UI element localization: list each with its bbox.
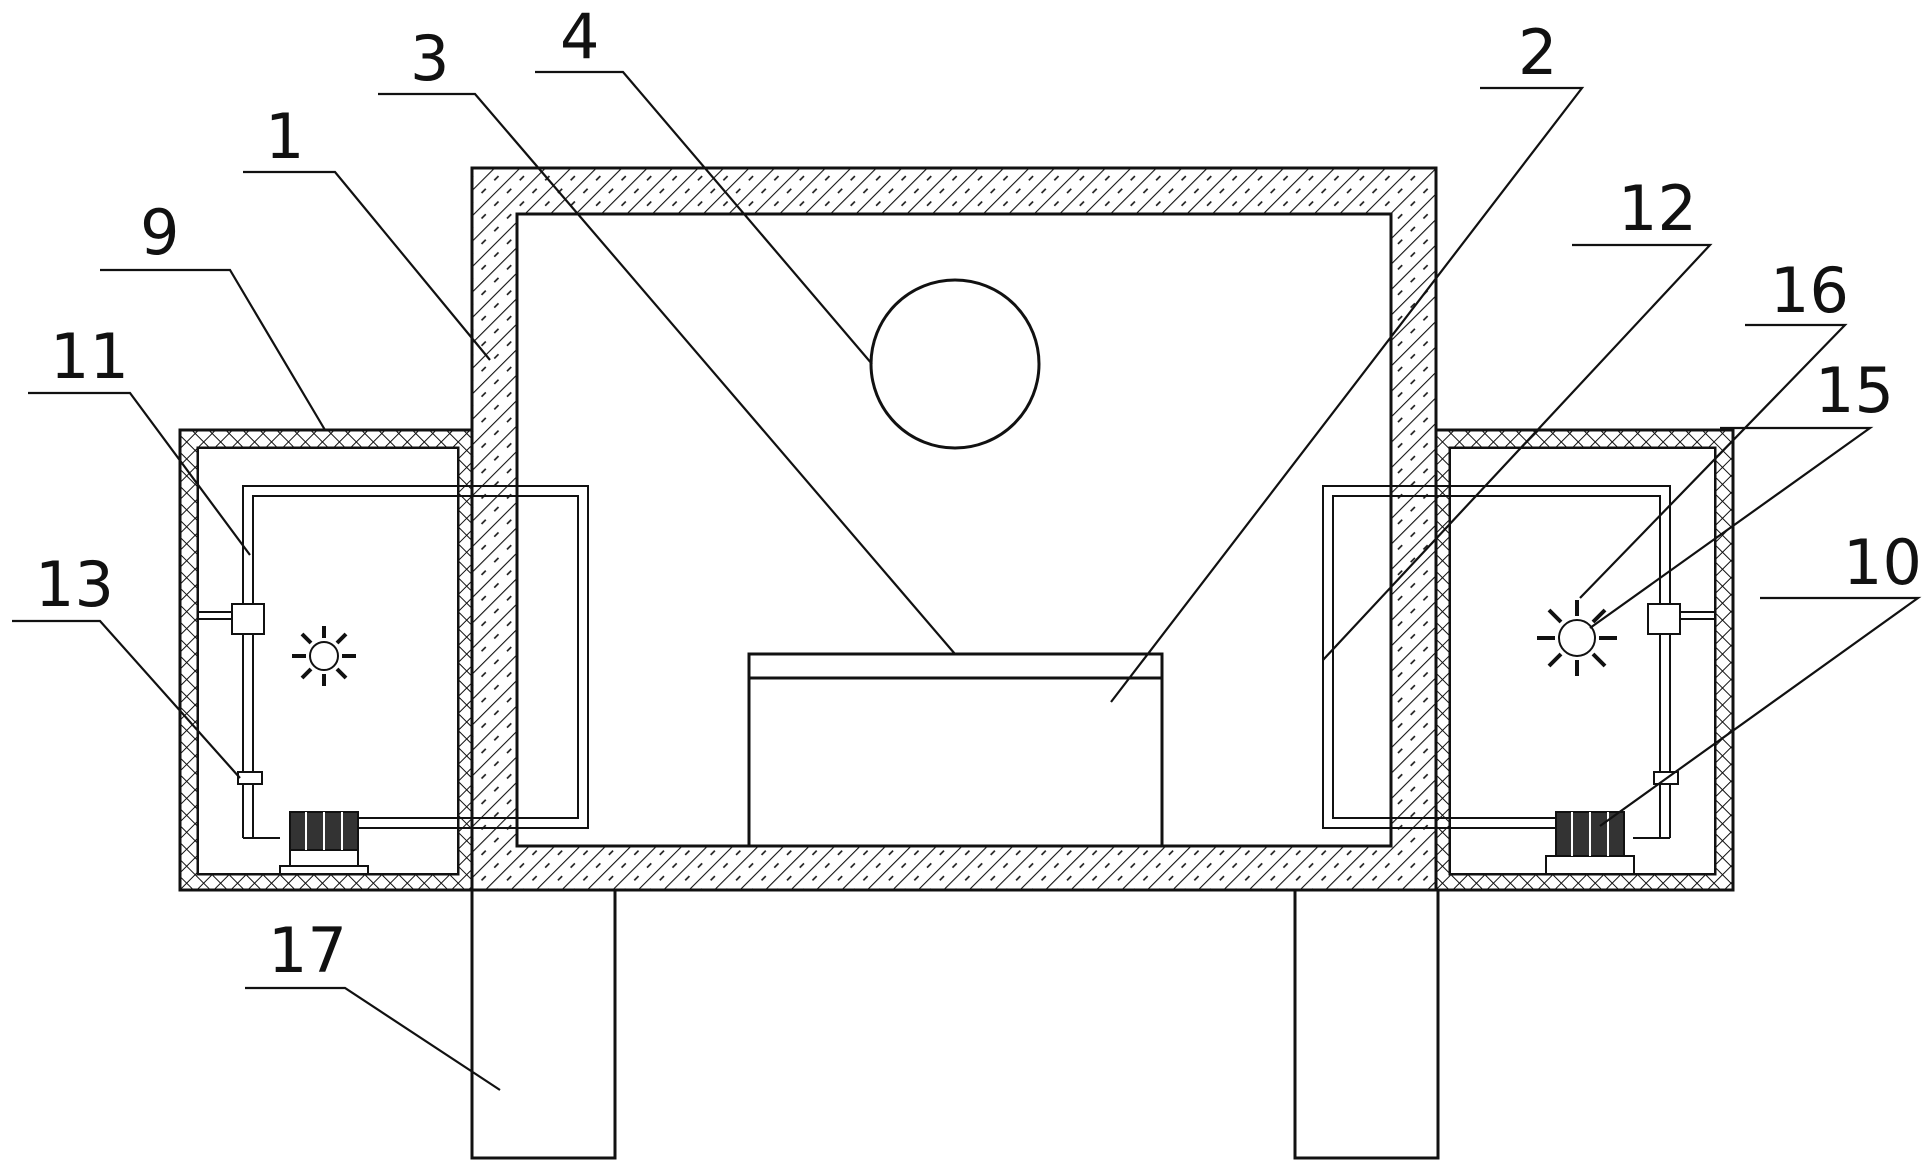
label-15: 15 [1815, 354, 1894, 427]
right-pump [1546, 812, 1634, 874]
label-4: 4 [560, 0, 599, 73]
inner-block [749, 654, 1162, 846]
round-component [871, 280, 1039, 448]
label-10: 10 [1843, 526, 1922, 599]
label-16: 16 [1770, 254, 1849, 327]
label-11: 11 [50, 320, 129, 393]
label-9: 9 [140, 196, 179, 269]
label-17: 17 [268, 914, 347, 987]
label-3: 3 [410, 22, 449, 95]
support-legs [472, 890, 1438, 1158]
label-13: 13 [35, 548, 114, 621]
left-pump [280, 812, 368, 874]
label-12: 12 [1618, 172, 1697, 245]
label-2: 2 [1518, 16, 1557, 89]
label-1: 1 [265, 100, 304, 173]
